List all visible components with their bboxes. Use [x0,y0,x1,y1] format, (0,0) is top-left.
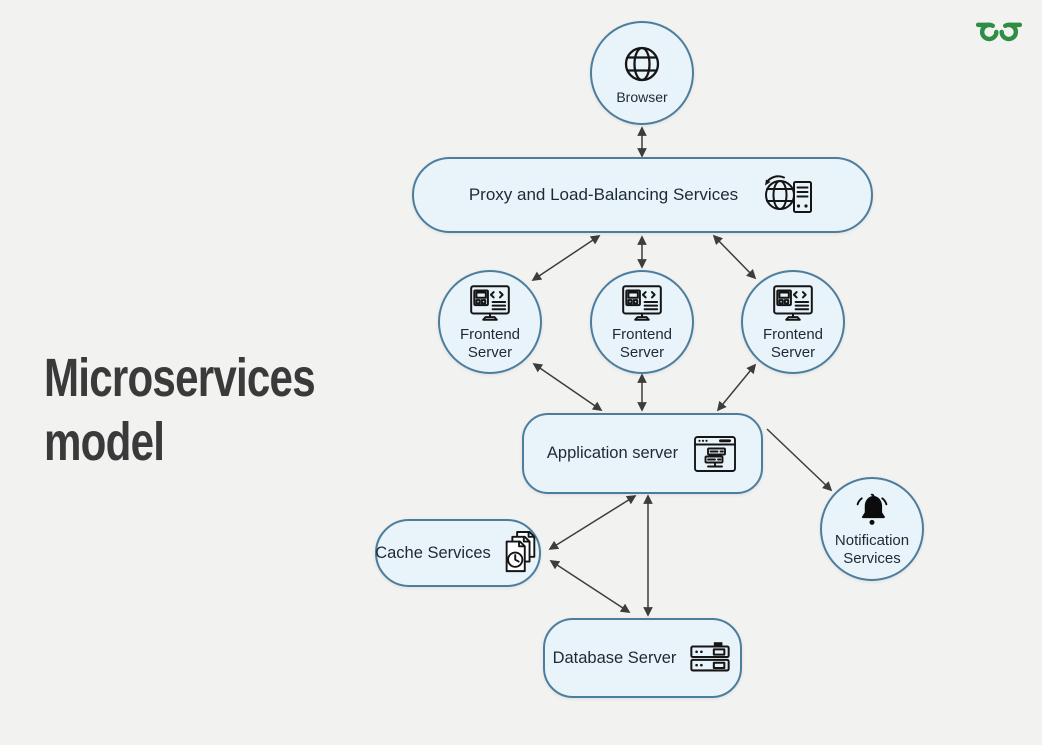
edge-proxy-frontend3 [712,234,757,280]
page-title: Microservices model [44,346,391,474]
node-cache-services: Cache Services [375,519,541,587]
app-window-server-icon [692,434,738,474]
node-label: Frontend Server [611,325,673,361]
node-frontend-server-2: Frontend Server [590,270,694,374]
frontend-monitor-icon [770,282,816,324]
node-label: Browser [616,88,668,105]
frontend-monitor-icon [619,282,665,324]
node-frontend-server-3: Frontend Server [741,270,845,374]
edge-app-cache [548,495,637,550]
geeksforgeeks-logo-icon [975,16,1022,46]
node-label: Proxy and Load-Balancing Services [468,184,739,204]
node-frontend-server-1: Frontend Server [438,270,542,374]
bell-icon [850,490,894,530]
node-label: Database Server [552,648,677,667]
page-title-line1: Microservices [44,348,316,408]
edge-frontend3-app [716,363,757,412]
cached-documents-icon [499,528,541,578]
server-rack-icon [688,639,732,677]
page-title-line2: model [44,412,165,472]
node-database-server: Database Server [543,618,742,698]
node-label: Notification Services [834,531,910,567]
node-notification-services: Notification Services [820,477,924,581]
edge-cache-database [549,560,631,613]
node-browser: Browser [590,21,694,125]
node-proxy-load-balancer: Proxy and Load-Balancing Services [412,157,873,233]
node-label: Frontend Server [762,325,824,361]
node-label: Frontend Server [459,325,521,361]
node-label: Application server [546,444,679,463]
node-application-server: Application server [522,413,763,494]
edge-frontend1-app [532,363,603,411]
globe-server-icon [760,171,816,219]
edge-app-notification [766,428,833,492]
globe-icon [618,40,666,88]
frontend-monitor-icon [467,282,513,324]
edge-proxy-frontend1 [531,235,601,281]
node-label: Cache Services [375,543,491,562]
